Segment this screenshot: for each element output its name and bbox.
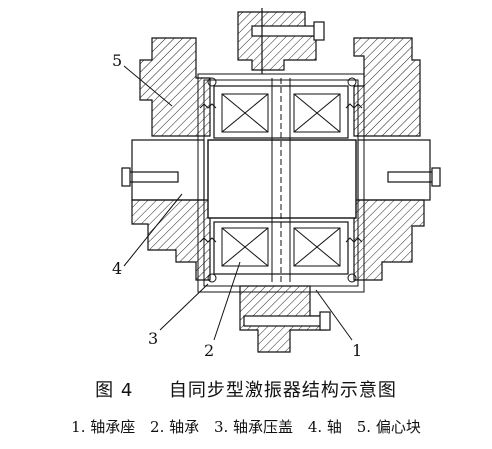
callout-1: 1 <box>352 341 362 360</box>
legend-item: 2. 轴承 <box>150 418 200 436</box>
figure-title: 自同步型激振器结构示意图 <box>168 380 397 401</box>
top-eccentric-block <box>237 11 317 71</box>
upper-bearing <box>213 85 349 139</box>
legend: 1. 轴承座 2. 轴承 3. 轴承压盖 4. 轴 5. 偏心块 <box>0 416 492 437</box>
figure-label: 图 4 <box>95 380 134 401</box>
leader-4 <box>123 193 183 267</box>
callout-4: 4 <box>112 259 122 278</box>
callout-5: 5 <box>112 51 122 70</box>
leader-5 <box>123 65 173 107</box>
right-side-bolt <box>387 171 437 183</box>
lower-bearing <box>213 221 349 275</box>
leader-3 <box>159 283 209 331</box>
legend-item: 3. 轴承压盖 <box>213 418 294 436</box>
left-bearing-housing <box>139 37 211 137</box>
shaft-body <box>207 139 357 219</box>
left-side-bolt <box>125 171 179 183</box>
bottom-bolt <box>243 315 329 327</box>
right-flange-plate <box>357 139 431 201</box>
legend-item: 1. 轴承座 <box>71 418 136 436</box>
left-flange-plate <box>131 139 205 201</box>
exciter-structure-diagram: 5 4 3 2 1 <box>112 8 441 360</box>
legend-item: 5. 偏心块 <box>356 418 421 436</box>
leader-1 <box>315 289 353 341</box>
callout-3: 3 <box>148 329 158 348</box>
legend-item: 4. 轴 <box>307 418 342 436</box>
figure-caption: 图 4 自同步型激振器结构示意图 <box>0 376 492 402</box>
leader-2 <box>213 261 241 341</box>
left-lower-housing <box>131 199 211 281</box>
right-lower-housing <box>353 199 425 281</box>
callout-2: 2 <box>204 341 214 360</box>
right-bearing-housing <box>353 37 421 137</box>
